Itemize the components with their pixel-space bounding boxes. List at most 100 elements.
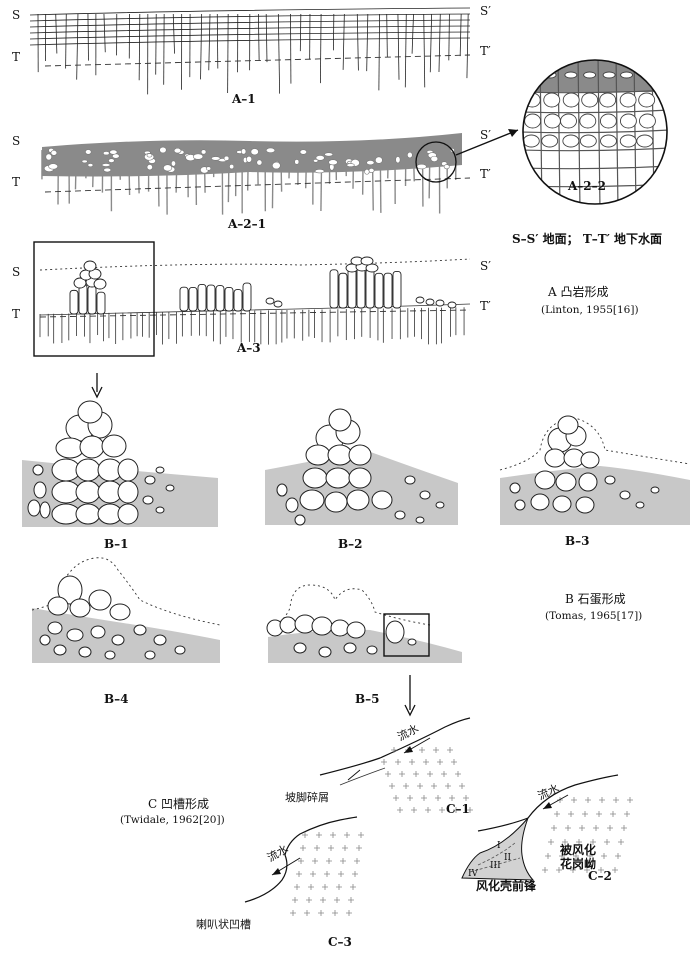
c1-granite-cross bbox=[441, 771, 447, 777]
c3-granite-cross bbox=[298, 858, 304, 864]
boulder bbox=[578, 472, 598, 492]
b3-former-surface bbox=[499, 417, 691, 471]
a1-joint-vertical bbox=[155, 13, 157, 75]
a3-tor-column bbox=[96, 291, 106, 315]
a21-core-stone bbox=[211, 156, 221, 161]
c2-granite-cross bbox=[604, 839, 610, 845]
a1-joint-vertical bbox=[216, 13, 219, 69]
a21-t-label: T bbox=[12, 175, 20, 189]
boulder bbox=[346, 621, 366, 639]
b5-down-arrowhead bbox=[404, 704, 416, 717]
a3-tor-column bbox=[329, 269, 339, 309]
a22-core-stone bbox=[523, 134, 540, 148]
boulder bbox=[133, 624, 147, 636]
c1-granite-cross bbox=[385, 771, 391, 777]
boulder bbox=[78, 646, 92, 658]
b3-boulders bbox=[509, 415, 660, 514]
a21-caption: A–2–1 bbox=[227, 217, 266, 231]
c2-granite-cross bbox=[582, 811, 588, 817]
boulder bbox=[165, 484, 175, 492]
c2-granite-crosses bbox=[542, 797, 633, 873]
panel-a1: S S′ T T′ A–1 bbox=[12, 4, 491, 106]
a1-joint-vertical bbox=[411, 13, 414, 54]
a21-core-stone bbox=[109, 149, 118, 155]
a22-core-stone bbox=[583, 71, 597, 79]
b5-caption: B–5 bbox=[355, 692, 380, 706]
c3-granite-cross bbox=[318, 910, 324, 916]
a21-core-stone bbox=[205, 166, 212, 171]
a1-water-table bbox=[44, 54, 471, 67]
boulder bbox=[111, 634, 125, 646]
a22-core-stone bbox=[638, 92, 656, 108]
a21-core-stone bbox=[45, 153, 52, 161]
a21-core-stone bbox=[375, 156, 383, 164]
a21-joint-vertical bbox=[175, 149, 178, 193]
c1-granite-cross bbox=[445, 783, 451, 789]
a1-joint-vertical bbox=[466, 13, 469, 79]
c3-granite-cross bbox=[300, 845, 306, 851]
a22-joint-horizontal bbox=[523, 165, 667, 170]
boulder bbox=[66, 628, 84, 642]
boulder bbox=[69, 598, 91, 618]
c1-granite-cross bbox=[463, 795, 469, 801]
a21-joint-vertical bbox=[387, 149, 390, 179]
a22-core-stone bbox=[543, 113, 561, 129]
c3-granite-cross bbox=[354, 858, 360, 864]
a21-core-stone bbox=[146, 164, 153, 171]
boulder bbox=[435, 501, 445, 509]
c1-granite-cross bbox=[417, 783, 423, 789]
panel-c3: 流水 喇叭状凹槽 C–3 bbox=[196, 816, 364, 949]
c1-granite-cross bbox=[413, 771, 419, 777]
panel-b1: B–1 bbox=[22, 400, 218, 551]
a21-core-stone bbox=[416, 163, 427, 170]
boulder bbox=[324, 491, 348, 513]
boulder bbox=[90, 625, 106, 639]
boulder bbox=[57, 575, 83, 605]
a21-core-stone bbox=[364, 169, 370, 175]
a22-core-stone bbox=[602, 71, 616, 79]
a1-joint-vertical bbox=[438, 13, 441, 72]
a21-core-stones bbox=[43, 146, 455, 175]
boulder bbox=[79, 435, 105, 459]
boulder bbox=[557, 415, 579, 435]
a3-tor-column bbox=[197, 283, 207, 312]
panel-a21: S S′ T T′ A–2–1 bbox=[12, 128, 519, 231]
boulder bbox=[285, 497, 299, 513]
a21-joint-vertical bbox=[280, 149, 283, 192]
a21-core-stone bbox=[328, 159, 338, 166]
c1-flow-label: 流水 bbox=[395, 721, 421, 744]
c3-granite-cross bbox=[358, 832, 364, 838]
a3-s-prime-label: S′ bbox=[480, 259, 491, 273]
c1-granite-cross bbox=[397, 807, 403, 813]
a21-joint-vertical bbox=[428, 149, 431, 199]
c1-debris-line bbox=[339, 767, 386, 786]
panel-c1: 流水 坡脚碎屑 C–1 bbox=[285, 717, 473, 816]
boulder bbox=[575, 496, 595, 514]
c3-granite-cross bbox=[344, 832, 350, 838]
a3-tor-column bbox=[356, 266, 366, 309]
boulder bbox=[325, 467, 351, 489]
a3-tors bbox=[69, 256, 457, 315]
boulder bbox=[404, 475, 416, 485]
boulder bbox=[144, 650, 156, 660]
c3-granite-cross bbox=[340, 858, 346, 864]
a1-joint-vertical bbox=[404, 13, 407, 88]
c3-granite-cross bbox=[292, 897, 298, 903]
boulder bbox=[279, 616, 297, 634]
a3-boulder bbox=[83, 260, 97, 272]
boulder bbox=[47, 596, 69, 616]
b2-boulders bbox=[276, 408, 445, 526]
c2-granite-cross bbox=[598, 867, 604, 873]
c1-granite-cross bbox=[389, 783, 395, 789]
a22-core-stone bbox=[562, 134, 580, 148]
c2-granite-cross bbox=[570, 867, 576, 873]
a1-joint-vertical bbox=[138, 13, 141, 81]
legend-text: S–S′ 地面； T–T′ 地下水面 bbox=[512, 231, 662, 246]
boulder bbox=[348, 444, 372, 466]
a22-joint-vertical bbox=[615, 60, 619, 204]
a21-joint-vertical bbox=[92, 149, 95, 188]
boulder bbox=[47, 621, 63, 635]
a3-tor-column bbox=[374, 272, 384, 309]
c1-granite-crosses bbox=[381, 747, 473, 813]
a3-tor-column bbox=[69, 289, 79, 315]
